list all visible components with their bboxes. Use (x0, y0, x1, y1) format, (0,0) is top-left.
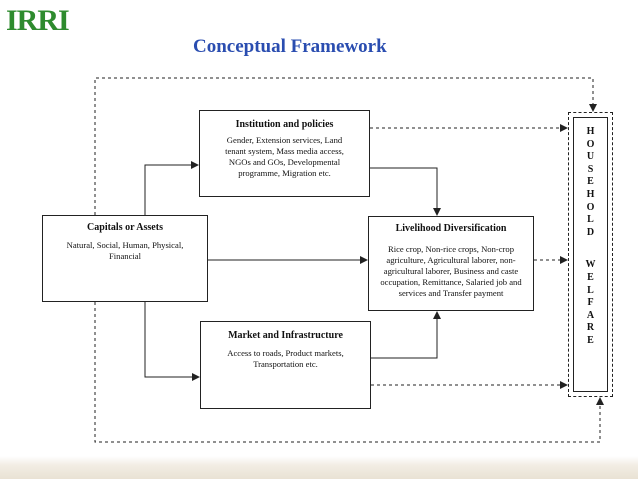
text-line: agriculture, Agricultural laborer, non- (386, 255, 516, 265)
institution-heading: Institution and policies (235, 119, 334, 130)
market-text: Access to roads, Product markets, Transp… (201, 348, 370, 370)
welfare-letter: L (587, 284, 594, 296)
welfare-letter: E (587, 176, 594, 188)
livelihood-heading: Livelihood Diversification (395, 223, 507, 234)
text-line: Natural, Social, Human, Physical, (66, 240, 184, 250)
text-line: programme, Migration etc. (238, 168, 331, 178)
livelihood-text: Rice crop, Non-rice crops, Non-crop agri… (369, 244, 533, 299)
text-line: Financial (109, 251, 141, 261)
welfare-letter: D (586, 226, 595, 238)
welfare-letter: O (586, 201, 595, 213)
irri-logo: IRRI (6, 4, 70, 37)
text-line: Rice crop, Non-rice crops, Non-crop (388, 244, 514, 254)
household-welfare-text: H O U S E H O L D W E L F A R E (573, 117, 608, 392)
welfare-letter: E (587, 334, 594, 346)
text-line: agricultural laborer, Business and caste (383, 266, 519, 276)
text-line: NGOs and GOs, Developmental (228, 157, 341, 167)
slide-title: Conceptual Framework (193, 36, 387, 57)
market-heading: Market and Infrastructure (228, 330, 343, 341)
welfare-letter: H (586, 126, 595, 137)
text-line: Gender, Extension services, Land (226, 135, 343, 145)
institution-text: Gender, Extension services, Land tenant … (200, 135, 369, 179)
text-line: tenant system, Mass media access, (225, 146, 344, 156)
welfare-letter: U (586, 151, 595, 163)
welfare-letter: S (587, 163, 594, 175)
welfare-letter: O (586, 138, 595, 150)
text-line: Transportation etc. (253, 359, 318, 369)
arrow-market-to-livelihood (371, 311, 441, 359)
institution-box: Institution and policies Gender, Extensi… (199, 110, 370, 197)
arrow-institution-to-livelihood (370, 167, 441, 216)
capitals-text: Natural, Social, Human, Physical, Financ… (43, 240, 207, 262)
welfare-letter: R (586, 322, 595, 334)
dashed-top-loop (94, 77, 597, 215)
dashed-bottom-loop (94, 302, 604, 443)
livelihood-box: Livelihood Diversification Rice crop, No… (368, 216, 534, 311)
welfare-letter: H (586, 188, 595, 200)
household-welfare-box: H O U S E H O L D W E L F A R E (568, 112, 613, 397)
text-line: occupation, Remittance, Salaried job and (380, 277, 522, 287)
capitals-heading: Capitals or Assets (87, 222, 163, 233)
welfare-letter: A (586, 309, 595, 321)
welfare-letter: E (587, 271, 594, 283)
arrow-capitals-to-institution (144, 161, 199, 215)
text-line: Access to roads, Product markets, (227, 348, 344, 358)
welfare-letter: W (585, 259, 596, 271)
market-box: Market and Infrastructure Access to road… (200, 321, 371, 409)
welfare-letter: L (587, 214, 594, 226)
capitals-box: Capitals or Assets Natural, Social, Huma… (42, 215, 208, 302)
arrow-capitals-to-market (144, 302, 200, 381)
footer-band (0, 456, 638, 479)
text-line: services and Transfer payment (398, 288, 504, 298)
welfare-letter: F (587, 297, 594, 309)
